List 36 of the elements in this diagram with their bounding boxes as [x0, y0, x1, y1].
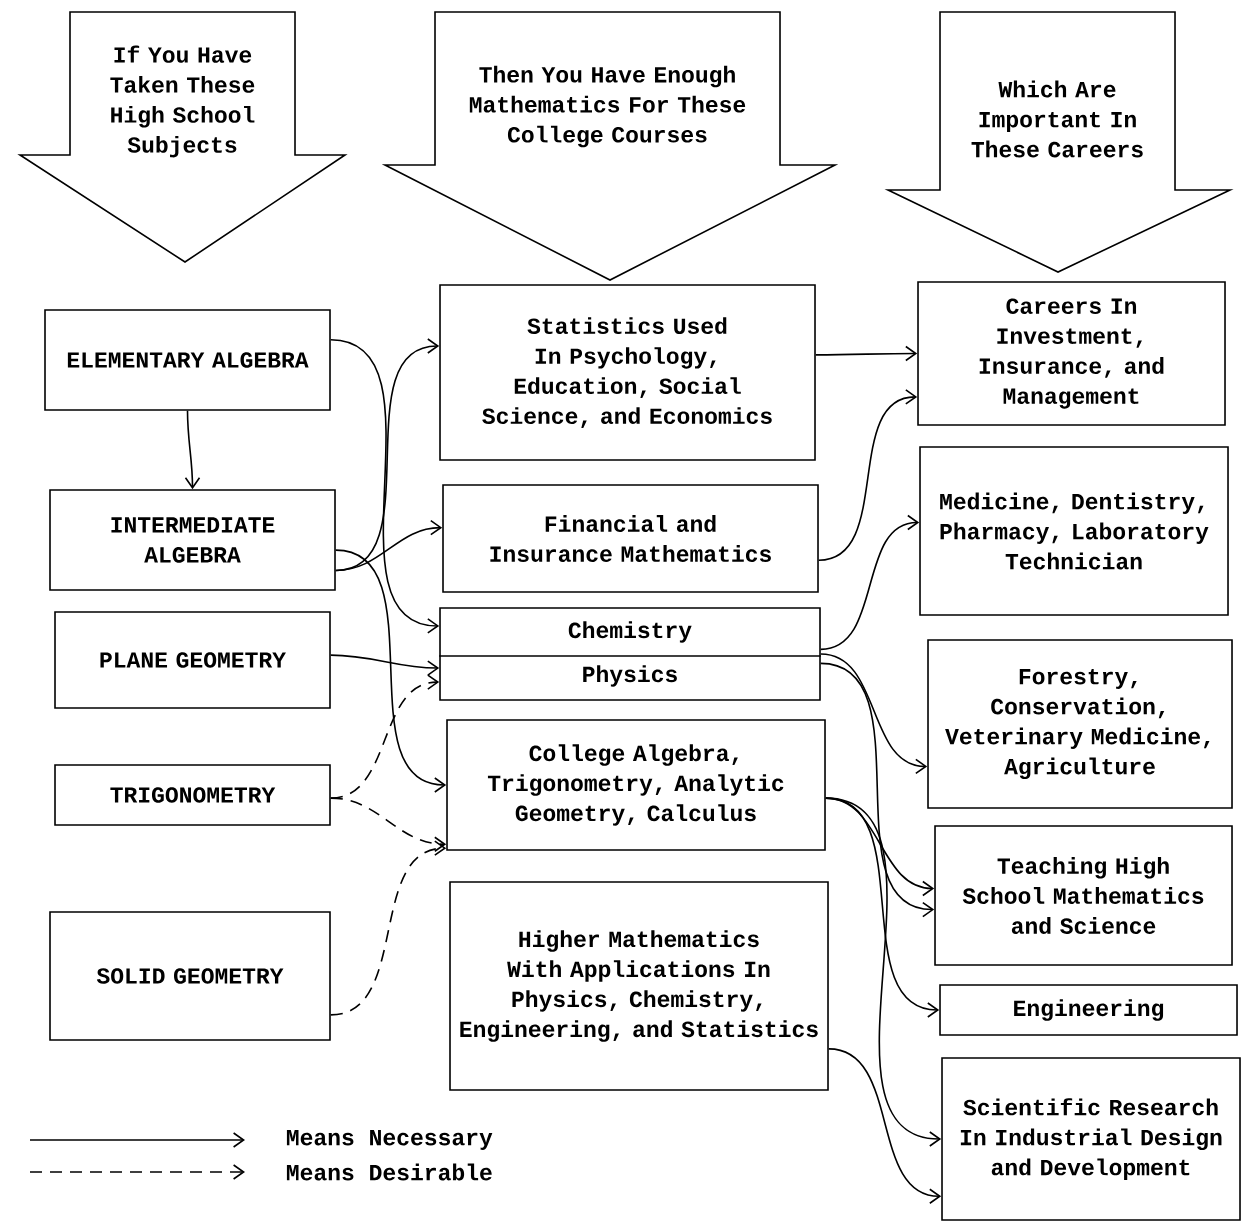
text-box: Careers In Investment, Insurance, and Management — [917, 281, 1226, 426]
arrow — [335, 549, 447, 793]
text-box: SOLID GEOMETRY — [49, 911, 331, 1041]
legend-text: Means Necessary — [286, 1130, 493, 1150]
arrow — [828, 1048, 942, 1205]
arrow — [330, 338, 440, 634]
text-box: ELEMENTARY ALGEBRA — [44, 309, 331, 411]
arrow — [335, 519, 443, 572]
legend-text: Means Desirable — [286, 1163, 492, 1181]
text-box: Scientific Research In Industrial Design and Development — [941, 1057, 1241, 1221]
text-box: Chemistry Physics — [438, 607, 822, 701]
text-box: Statistics Used In Psychology, Education, Social Science, and Economics — [439, 284, 816, 461]
arrow — [184, 410, 201, 490]
text-box: Forestry, Conservation, Veterinary Medicine, Agriculture — [927, 639, 1233, 809]
text-box: Teaching High School Mathematics and Science — [934, 825, 1233, 966]
arrow — [330, 654, 440, 676]
column-heading: If You Have Taken These High School Subjects — [17, 11, 348, 263]
text-box: INTERMEDIATE ALGEBRA — [49, 489, 336, 591]
arrow — [820, 662, 935, 918]
arrow — [815, 345, 918, 362]
arrow — [330, 840, 447, 1016]
text-box: Financial and Insurance Mathematics — [442, 484, 819, 593]
column-heading: Which Are Important In These Careers — [884, 11, 1234, 273]
arrow — [330, 797, 447, 853]
arrow — [820, 653, 928, 775]
column-heading: Then You Have Enough Mathematics For These College Courses — [381, 11, 839, 281]
arrow — [818, 389, 918, 562]
text-box: College Algebra, Trigonometry, Analytic Geometry, Calculus — [446, 719, 826, 851]
arrow — [335, 338, 440, 572]
text-box: TRIGONOMETRY — [54, 764, 331, 826]
text-box: Higher Mathematics With Applications In Physics, Chemistry, Engineering, and Statistics — [449, 881, 829, 1091]
text-box: Engineering — [939, 984, 1238, 1036]
arrow — [825, 797, 942, 1147]
text-box: PLANE GEOMETRY — [54, 611, 331, 709]
arrow — [820, 514, 920, 651]
text-box: Medicine, Dentistry, Pharmacy, Laboratory Technician — [919, 446, 1229, 616]
